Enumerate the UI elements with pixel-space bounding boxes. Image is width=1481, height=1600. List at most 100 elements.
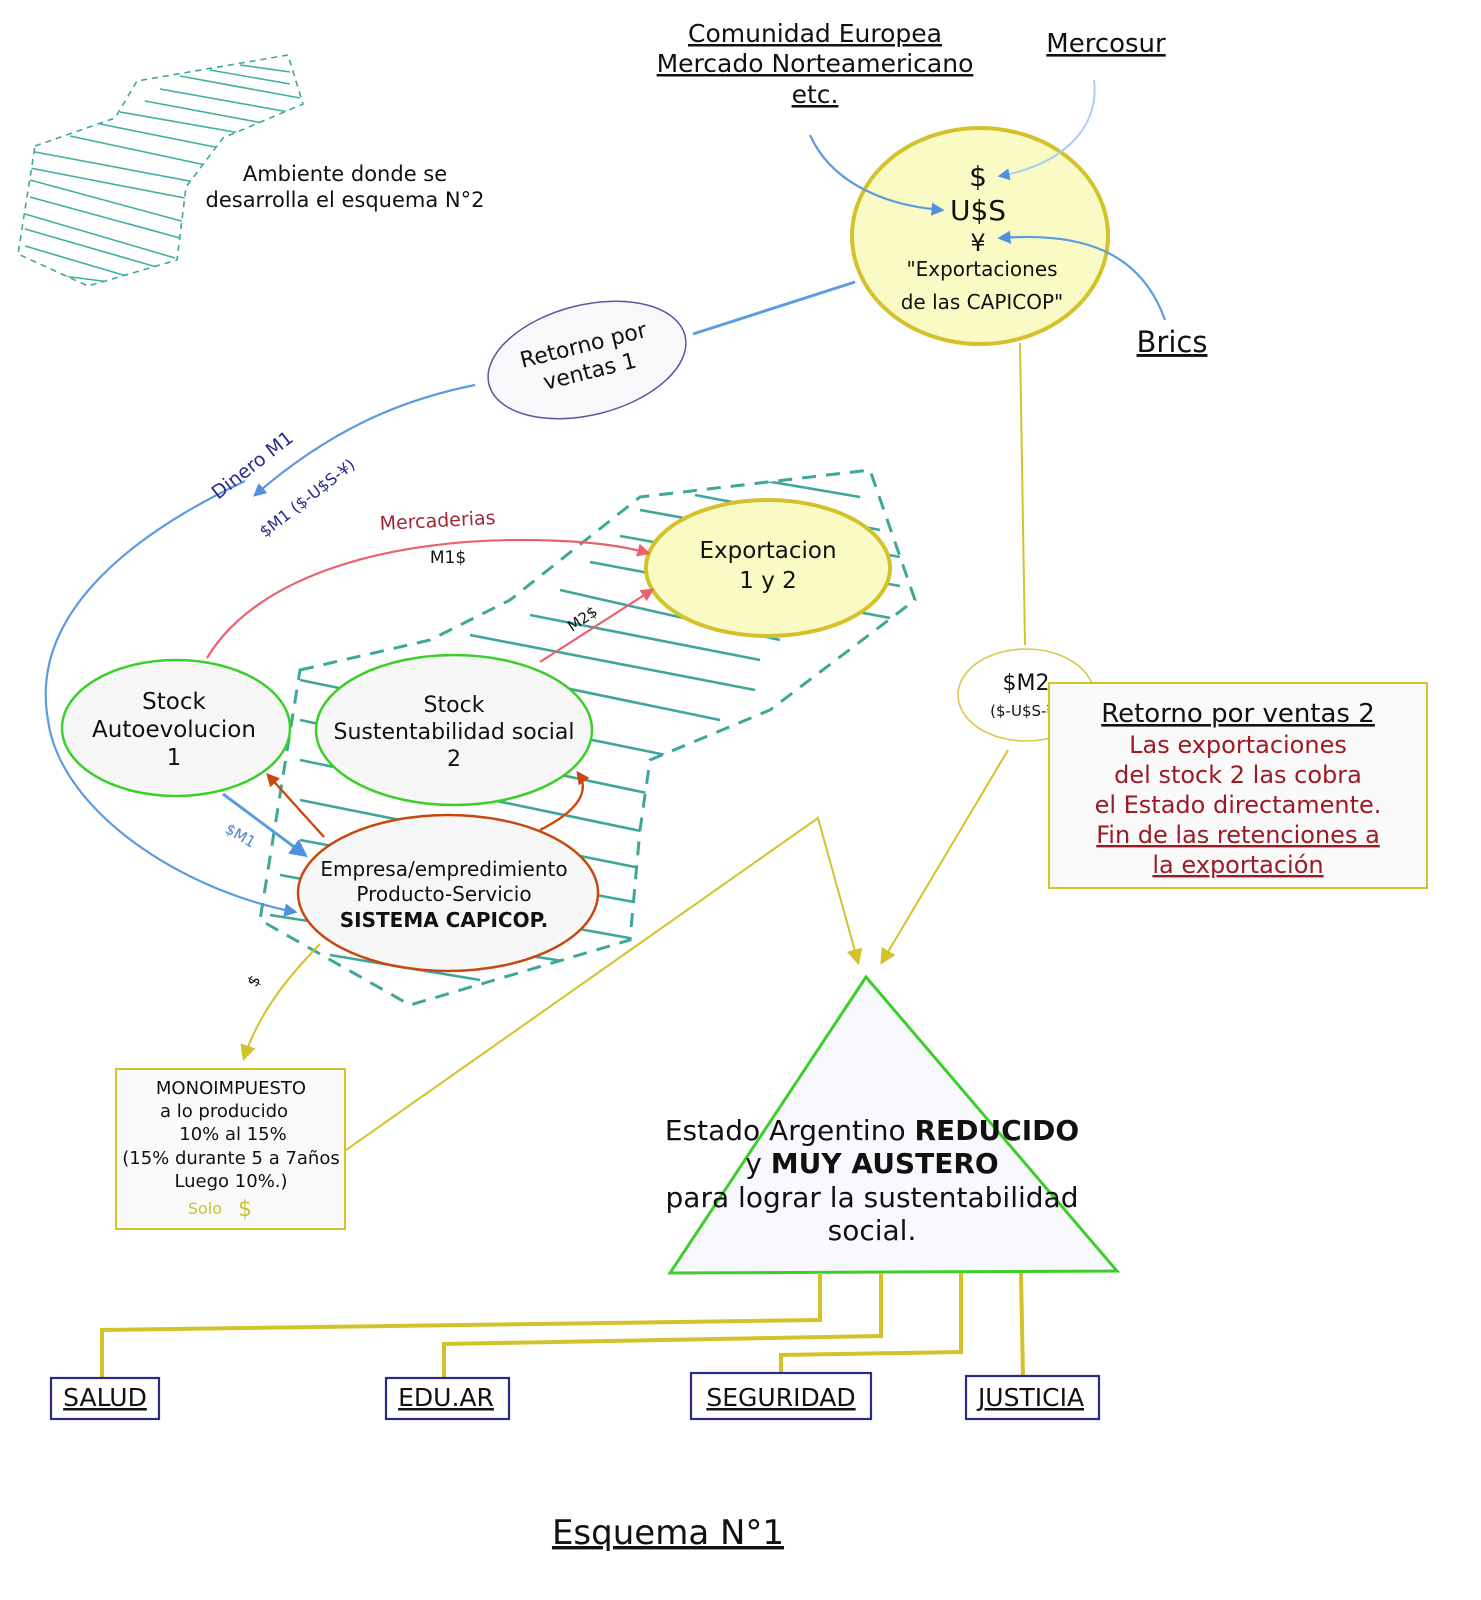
estado-triangle[interactable] xyxy=(667,974,1121,1275)
monoimpuesto-line1: MONOIMPUESTO xyxy=(156,1078,306,1099)
currency-peso: $ xyxy=(969,160,987,193)
edge-brics-to-currency xyxy=(997,230,1167,321)
edge-m2-to-estado xyxy=(880,749,1009,965)
edge-empresa-to-stock2 xyxy=(539,770,590,832)
edge-currency-to-m2 xyxy=(1019,342,1026,646)
estado-line2: y MUY AUSTERO xyxy=(745,1147,998,1180)
ministry-salud-label: SALUD xyxy=(63,1383,147,1412)
m2-line2: ($-U$S-¥) xyxy=(990,702,1062,720)
estado-line3: para lograr la sustentabilidad xyxy=(666,1181,1079,1214)
legend-text-line1: Ambiente donde se xyxy=(243,162,447,186)
edge-empresa-to-monoimpuesto xyxy=(240,943,321,1062)
stock2-line2: Sustentabilidad social xyxy=(333,720,574,745)
edge-retorno1-dinero-m1 xyxy=(253,383,476,497)
currency-dollar: U$S xyxy=(950,194,1006,227)
legend-hatched-area xyxy=(17,54,304,287)
monoimpuesto-line5: Luego 10%.) xyxy=(174,1171,287,1192)
market-brics: Brics xyxy=(1137,325,1208,359)
monoimpuesto-solo: Solo xyxy=(188,1199,222,1218)
retorno2-line2: del stock 2 las cobra xyxy=(1114,761,1362,789)
retorno2-line1: Las exportaciones xyxy=(1129,731,1347,759)
edge-stock1-to-export xyxy=(206,538,651,659)
retorno2-line3: el Estado directamente. xyxy=(1095,791,1382,819)
stock2-node[interactable] xyxy=(314,653,594,807)
edge-currency-to-retorno1 xyxy=(692,280,856,336)
monoimpuesto-line4: (15% durante 5 a 7años xyxy=(122,1148,340,1169)
export-line2: 1 y 2 xyxy=(739,568,797,594)
edge-stock1-to-empresa xyxy=(222,792,308,858)
ministry-edu-box xyxy=(384,1376,511,1421)
m2-line1: $M2 xyxy=(1003,671,1050,696)
ministry-edu-label: EDU.AR xyxy=(398,1383,494,1412)
edge-m1-to-empresa xyxy=(44,480,298,917)
legend-text-line2: desarrolla el esquema N°2 xyxy=(206,188,485,212)
connector-edu xyxy=(442,1273,883,1382)
estado-line2-normal: y xyxy=(745,1147,770,1180)
export-node[interactable] xyxy=(644,498,892,638)
label-m2-dollar: M2$ xyxy=(564,602,601,635)
currency-yen: ¥ xyxy=(970,229,985,257)
label-sm1: $M1 xyxy=(222,820,259,852)
page-title: Esquema N°1 xyxy=(552,1513,784,1553)
estado-line2-bold: MUY AUSTERO xyxy=(771,1147,999,1180)
edge-empresa-to-stock1 xyxy=(266,773,325,838)
edge-monoimpuesto-to-estado xyxy=(345,816,863,1151)
retorno1-node[interactable]: Retorno por ventas 1 xyxy=(476,282,699,438)
edge-europe-to-currency xyxy=(808,134,945,216)
stock1-line1: Stock xyxy=(142,689,206,715)
label-m1-dollar: M1$ xyxy=(430,548,466,568)
estado-line4: social. xyxy=(828,1214,917,1247)
currency-label-line1: "Exportaciones xyxy=(906,257,1057,281)
ministry-seguridad-label: SEGURIDAD xyxy=(706,1383,855,1412)
currency-label-line2: de las CAPICOP" xyxy=(901,290,1064,314)
label-peso: $ xyxy=(243,972,265,990)
retorno2-box[interactable] xyxy=(1048,682,1428,889)
empresa-line2: Producto-Servicio xyxy=(356,882,531,906)
monoimpuesto-box[interactable] xyxy=(115,1068,346,1230)
legend-dashed-border xyxy=(17,54,304,287)
ministry-salud-box xyxy=(49,1376,161,1421)
legend-hatch-lines xyxy=(24,64,301,283)
empresa-node[interactable] xyxy=(296,813,600,973)
stock1-line2: Autoevolucion xyxy=(92,717,256,743)
ambiente-dashed-border xyxy=(258,468,917,1007)
label-dinero-m1: Dinero M1 xyxy=(208,427,298,504)
label-m1-currencies: $M1 ($-U$S-¥) xyxy=(256,455,359,541)
monoimpuesto-line3: 10% al 15% xyxy=(179,1124,287,1145)
ministry-salud[interactable]: SALUD xyxy=(49,1376,161,1421)
stock1-node[interactable] xyxy=(60,658,292,798)
ministry-justicia[interactable]: JUSTICIA xyxy=(964,1374,1101,1421)
market-europe: Comunidad Europea xyxy=(688,19,942,48)
ministry-seguridad[interactable]: SEGURIDAD xyxy=(689,1371,873,1421)
market-etc: etc. xyxy=(792,80,839,109)
market-north-america: Mercado Norteamericano xyxy=(657,49,974,78)
connector-salud xyxy=(100,1273,822,1382)
label-mercaderias: Mercaderias xyxy=(379,507,496,535)
estado-line1-bold: REDUCIDO xyxy=(915,1114,1080,1147)
monoimpuesto-line2: a lo producido xyxy=(160,1101,288,1122)
edge-stock2-to-export xyxy=(539,588,655,663)
estado-line1: Estado Argentino REDUCIDO xyxy=(665,1114,1079,1147)
ministry-justicia-label: JUSTICIA xyxy=(976,1383,1084,1412)
edge-mercosur-to-currency xyxy=(997,79,1096,181)
export-line1: Exportacion xyxy=(699,538,836,564)
ministry-justicia-box xyxy=(964,1374,1101,1421)
stock2-line1: Stock xyxy=(424,693,485,718)
retorno2-line4: Fin de las retenciones a xyxy=(1096,821,1380,849)
empresa-line1: Empresa/empredimiento xyxy=(320,857,567,881)
ministry-edu[interactable]: EDU.AR xyxy=(384,1376,511,1421)
stock2-line3: 2 xyxy=(447,747,461,772)
retorno2-line5: la exportación xyxy=(1152,851,1323,879)
market-mercosur: Mercosur xyxy=(1046,29,1166,59)
connector-justicia xyxy=(1019,1272,1025,1379)
currency-node[interactable] xyxy=(850,126,1110,346)
empresa-line3: SISTEMA CAPICOP. xyxy=(340,908,548,932)
monoimpuesto-dollar-icon: $ xyxy=(238,1197,252,1222)
retorno1-ellipse xyxy=(487,300,687,420)
ministry-seguridad-box xyxy=(689,1371,873,1421)
stock1-line3: 1 xyxy=(167,745,182,771)
retorno2-title: Retorno por ventas 2 xyxy=(1101,699,1375,729)
estado-line1-normal: Estado Argentino xyxy=(665,1114,915,1147)
connector-seguridad xyxy=(779,1273,963,1376)
